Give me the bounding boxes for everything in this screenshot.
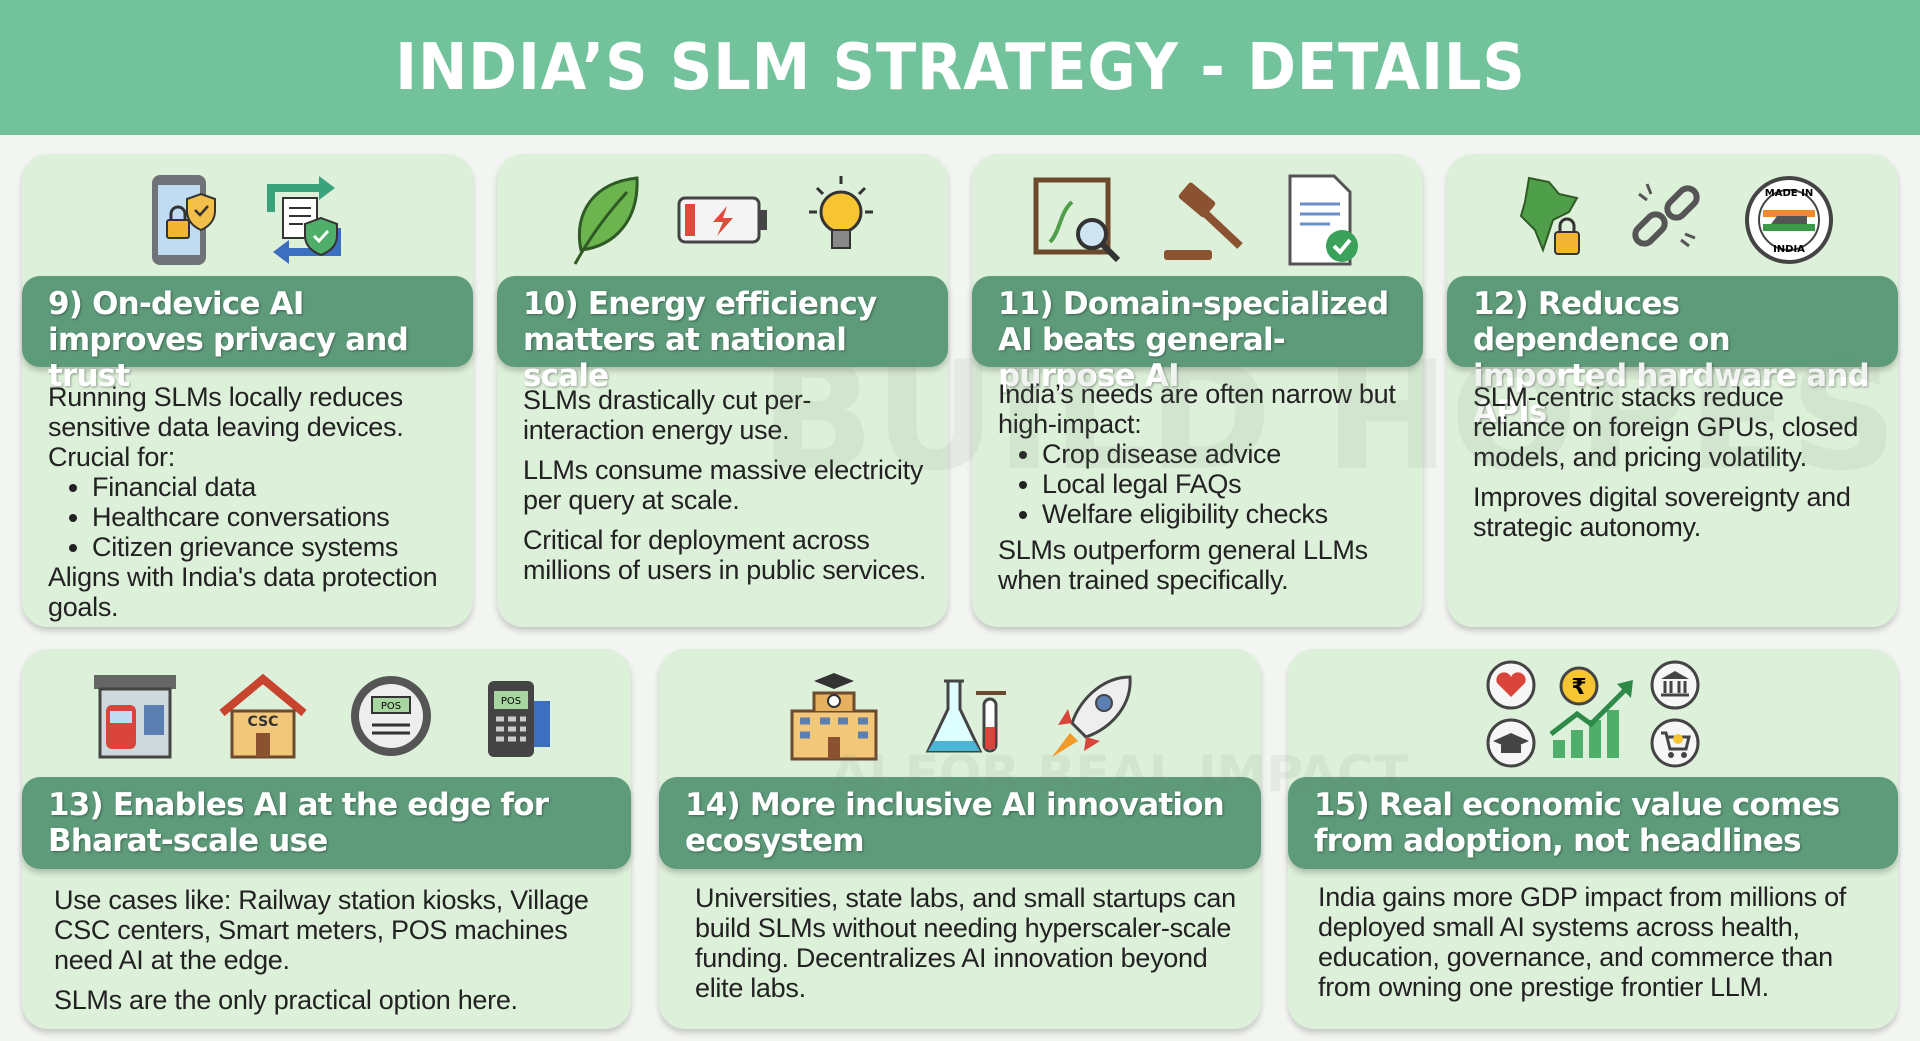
broken-chain-icon: [1631, 183, 1700, 248]
card-heading: 11) Domain-specialized AI beats general-…: [972, 276, 1423, 394]
india-map-lock-icon: [1519, 176, 1580, 255]
education-icon: [1486, 718, 1536, 768]
card-body: Universities, state labs, and small star…: [695, 883, 1241, 1013]
card-body: Use cases like: Railway station kiosks, …: [54, 885, 611, 1025]
gavel-icon: [1163, 182, 1243, 260]
pos-machine-icon: POS: [487, 681, 550, 757]
card-heading: 14) More inclusive AI innovation ecosyst…: [659, 777, 1261, 869]
card-icons: [497, 172, 948, 268]
card-paragraph: LLMs consume massive electricity per que…: [523, 455, 924, 515]
icon-column: [1485, 659, 1537, 769]
card-paragraph: India gains more GDP impact from million…: [1318, 882, 1847, 1002]
csc-house-icon: CSC: [218, 673, 307, 759]
rupee-growth-chart-icon: ₹: [1549, 666, 1633, 758]
made-in-india-badge-icon: MADE IN INDIA: [1744, 176, 1833, 264]
card-intro: India’s needs are often narrow but high-…: [998, 379, 1396, 439]
card-heading: 13) Enables AI at the edge for Bharat-sc…: [22, 777, 631, 869]
list-item: Local legal FAQs: [1042, 469, 1403, 499]
card-icons: ₹: [1288, 659, 1898, 769]
list-item: Financial data: [92, 472, 453, 502]
card-icons: CSC POS POS: [22, 671, 631, 761]
card-body: India’s needs are often narrow but high-…: [998, 379, 1403, 595]
list-item: Welfare eligibility checks: [1042, 499, 1403, 529]
card-icons: [972, 172, 1423, 268]
card-intro: Running SLMs locally reduces sensitive d…: [48, 382, 404, 472]
svg-text:₹: ₹: [1571, 675, 1586, 700]
card-13: CSC POS POS 13) Enables AI at the edge f…: [22, 649, 631, 1029]
card-body: India gains more GDP impact from million…: [1318, 882, 1878, 1012]
card-heading: 12) Reduces dependence on imported hardw…: [1447, 276, 1898, 430]
crop-magnifier-icon: [1033, 177, 1120, 263]
card-paragraph: Use cases like: Railway station kiosks, …: [54, 885, 589, 975]
leaf-icon: [573, 176, 639, 265]
university-icon: [790, 673, 878, 761]
government-icon: [1650, 660, 1700, 710]
card-14: 14) More inclusive AI innovation ecosyst…: [659, 649, 1261, 1029]
card-paragraph: SLM-centric stacks reduce reliance on fo…: [1473, 382, 1859, 472]
card-paragraph: Universities, state labs, and small star…: [695, 883, 1236, 1003]
card-paragraph: SLMs drastically cut per-interaction ene…: [523, 385, 812, 445]
health-icon: [1486, 660, 1536, 710]
commerce-cart-icon: [1650, 718, 1700, 768]
card-15: ₹ 15) Real economic value comes from ado…: [1288, 649, 1898, 1029]
card-body: Running SLMs locally reduces sensitive d…: [48, 382, 453, 622]
card-outro: Aligns with India's data protection goal…: [48, 562, 438, 622]
svg-text:INDIA: INDIA: [1773, 244, 1805, 255]
list-item: Citizen grievance systems: [92, 532, 453, 562]
bullet-list: Financial data Healthcare conversations …: [48, 472, 453, 562]
svg-text:MADE IN: MADE IN: [1764, 188, 1812, 199]
document-check-icon: [1288, 174, 1358, 266]
card-icons: MADE IN INDIA: [1447, 172, 1898, 268]
railway-kiosk-icon: [93, 675, 176, 759]
csc-label: CSC: [247, 714, 278, 730]
card-paragraph: Critical for deployment across millions …: [523, 525, 927, 585]
smart-meter-icon: POS: [350, 676, 431, 756]
card-9: 9) On-device AI improves privacy and tru…: [22, 154, 473, 627]
bullet-list: Crop disease advice Local legal FAQs Wel…: [998, 439, 1403, 529]
card-heading: 15) Real economic value comes from adopt…: [1288, 777, 1898, 869]
icon-column: [1649, 659, 1701, 769]
card-10: 10) Energy efficiency matters at nationa…: [497, 154, 948, 627]
card-icons: [22, 172, 473, 268]
card-11: 11) Domain-specialized AI beats general-…: [972, 154, 1423, 627]
card-body: SLM-centric stacks reduce reliance on fo…: [1473, 382, 1878, 552]
card-paragraph: SLMs are the only practical option here.: [54, 985, 518, 1015]
rocket-icon: [1052, 675, 1132, 757]
card-icons: [659, 671, 1261, 763]
card-body: SLMs drastically cut per-interaction ene…: [523, 385, 928, 595]
card-outro: SLMs outperform general LLMs when traine…: [998, 535, 1368, 595]
header-banner: INDIA’S SLM STRATEGY - DETAILS: [0, 0, 1920, 135]
meter-label: POS: [380, 701, 400, 712]
lightbulb-icon: [808, 176, 873, 249]
battery-icon: [677, 196, 767, 244]
card-paragraph: Improves digital sovereignty and strateg…: [1473, 482, 1851, 542]
phone-lock-icon: [151, 175, 216, 265]
card-heading: 9) On-device AI improves privacy and tru…: [22, 276, 473, 394]
pos-label: POS: [500, 696, 520, 707]
data-exchange-shield-icon: [266, 176, 341, 264]
list-item: Crop disease advice: [1042, 439, 1403, 469]
page-title: INDIA’S SLM STRATEGY - DETAILS: [394, 30, 1526, 105]
card-heading: 10) Energy efficiency matters at nationa…: [497, 276, 948, 394]
card-12: MADE IN INDIA 12) Reduces dependence on i…: [1447, 154, 1898, 627]
lab-flask-icon: [925, 679, 1006, 753]
list-item: Healthcare conversations: [92, 502, 453, 532]
